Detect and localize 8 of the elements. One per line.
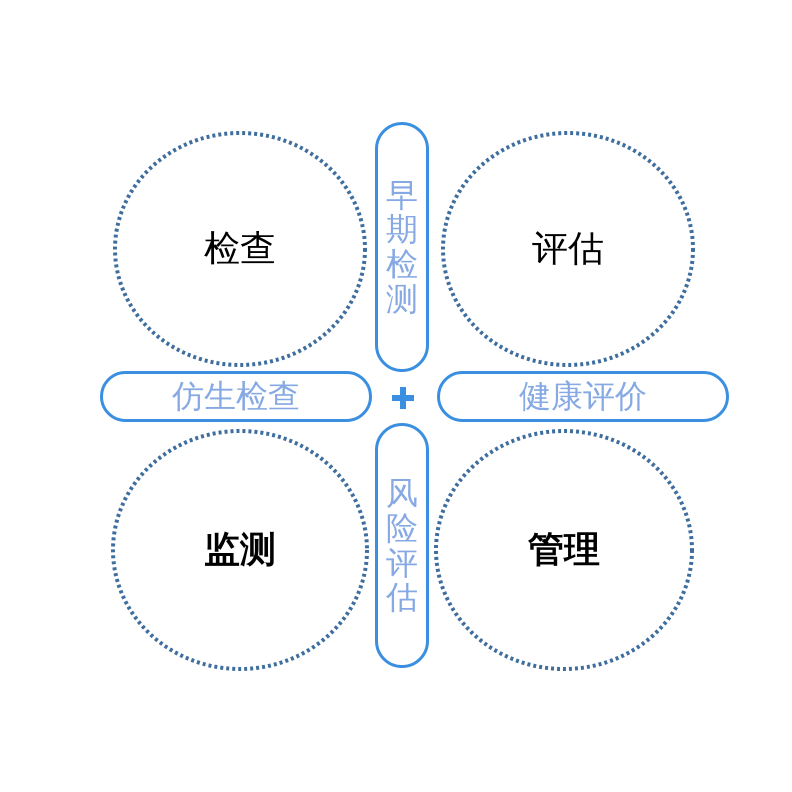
circle-label: 管理 [528,528,600,572]
circle-label: 检查 [204,228,276,272]
rounded-label: 健康评价 [437,371,729,422]
rounded-label: 仿生检查 [100,371,372,422]
rounded-label: 早期检测 [375,122,429,372]
circle-label: 评估 [532,228,604,272]
rounded-label: 风险评估 [375,423,429,668]
circle-label: 监测 [204,528,276,572]
